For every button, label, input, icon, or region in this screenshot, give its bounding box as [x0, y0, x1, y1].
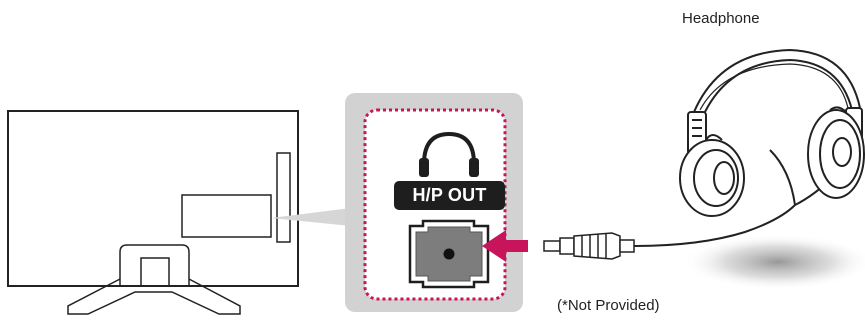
hp-out-badge: H/P OUT — [394, 181, 505, 210]
headphone-icon — [419, 131, 479, 177]
insert-arrow-icon — [482, 230, 528, 262]
zoom-projection — [271, 208, 351, 226]
headphone-label: Headphone — [682, 10, 760, 27]
tv-back-icon — [7, 110, 299, 315]
headphone-shadow — [683, 234, 865, 290]
not-provided-note: (*Not Provided) — [557, 297, 660, 314]
headphone-plug-icon — [543, 232, 635, 260]
headphones-illustration — [679, 48, 865, 217]
audio-jack-port-icon — [397, 217, 501, 291]
